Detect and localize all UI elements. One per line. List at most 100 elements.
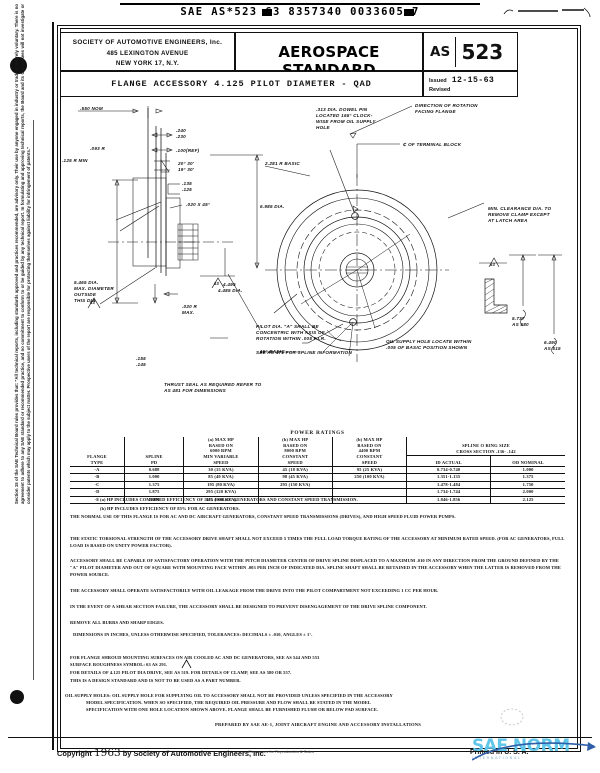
- table-subheader-row: ID ACTUAL OD NOMINAL: [70, 455, 565, 467]
- callout-020x45: .020 X 45°: [186, 202, 210, 207]
- drawing-frame-outer: [57, 25, 581, 752]
- callout-5465-dia: 5.465 DIA.: [74, 280, 98, 285]
- callout-125: .125: [182, 187, 192, 192]
- issued-revised-block: Issued 12-15-63 Revised: [423, 71, 518, 97]
- table-caption: POWER RATINGS: [290, 430, 345, 436]
- cell-spline-pd: 2.000: [124, 496, 185, 504]
- callout-dowel-l4: HOLE: [316, 125, 330, 130]
- cell-hp-6000: 195 (80 KVA): [183, 481, 259, 489]
- callout-100-ref: .100(REF): [176, 148, 200, 153]
- callout-093-r: .093 R: [90, 146, 105, 151]
- callout-dowel-l2: LOCATED 165° CLOCK-: [316, 113, 373, 118]
- issued-label: Issued: [429, 78, 447, 84]
- callout-63-left: 63: [90, 300, 96, 305]
- sae-board-disclaimer: Section 15 of the SAE Technical Board ru…: [14, 4, 32, 504]
- callout-terminal-block: ₵ OF TERMINAL BLOCK: [403, 141, 462, 147]
- oil-supply-line2: MODEL SPECIFICATION. WHEN SO SPECIFIED, …: [86, 700, 372, 705]
- number-divider: [455, 36, 457, 67]
- ocr-block-square-right: [404, 9, 414, 16]
- cell-id-actual: 1.351-1.135: [406, 473, 492, 482]
- note-remove-burrs: REMOVE ALL BURRS AND SHARP EDGES.: [70, 620, 165, 625]
- note-pilot-dia-drive: FOR DETAILS OF 4.125 PILOT DIA DRIVE, SE…: [70, 670, 292, 675]
- copyright-year: 1963: [93, 747, 121, 759]
- document-prefix: AS: [430, 43, 451, 60]
- callout-155: .155: [136, 356, 146, 361]
- table-row: -D 1.875 295 (120 KVA) 1.734-1.744 2.000: [70, 488, 565, 497]
- callout-240: .240: [176, 128, 186, 133]
- cell-hp-4400: 95 (25 KVA): [332, 466, 408, 474]
- callout-thrust-l2: AS 481 FOR DIMENSIONS: [163, 388, 227, 393]
- callout-63-right: 63: [490, 262, 496, 267]
- callout-230: .230: [176, 134, 186, 139]
- ocr-rule: [120, 3, 480, 5]
- table-row: -A 0.688 30 (15 KVA) 45 (18 KVA) 95 (25 …: [70, 466, 565, 474]
- cell-flange-type: -D: [70, 488, 125, 497]
- society-name: SOCIETY OF AUTOMOTIVE ENGINEERS, Inc.: [72, 39, 223, 46]
- oil-supply-line3: SPECIFICATION WITH ONE HOLE LOCATION SHO…: [86, 707, 379, 712]
- callout-as515: AS 515: [543, 346, 561, 351]
- note-normal-use: THE NORMAL USE OF THIS FLANGE IS FOR AC …: [70, 514, 456, 519]
- power-ratings-table-wrap: POWER RATINGS FLANGE TYPE SPLINE PD (a) …: [70, 430, 565, 504]
- cell-hp-6000: 85 (40 KVA): [183, 473, 259, 482]
- table-row: -E 2.000 315 (160 KVA) 1.846-1.856 2.125: [70, 496, 565, 504]
- callout-outside: OUTSIDE: [74, 292, 97, 297]
- table-footnote-b: (b) HP INCLUDES EFFICIENCY OF 85% FOR AC…: [100, 506, 240, 511]
- document-title-block: FLANGE ACCESSORY 4.125 PILOT DIAMETER - …: [60, 71, 423, 97]
- col-spline-oring-group: SPLINE O RING SIZE CROSS SECTION .136- .…: [406, 437, 565, 456]
- cell-od-nominal: 1.750: [522, 481, 534, 487]
- oil-supply-line1: OIL SUPPLY HOLE FOR SUPPLYING OIL TO ACC…: [112, 693, 393, 698]
- cell-hp-8000: [258, 488, 333, 497]
- cell-spline-pd: 1.000: [124, 473, 185, 482]
- cell-od-nominal: 2.125: [522, 496, 534, 502]
- note-torsional: THE STATIC TORSIONAL STRENGTH OF THE ACC…: [70, 536, 565, 548]
- page-title: FLANGE ACCESSORY 4.125 PILOT DIAMETER - …: [111, 79, 372, 89]
- copyright-label: Copyright: [57, 749, 92, 758]
- cell-spline-pd: 1.875: [124, 488, 185, 497]
- cell-hp-4400: 250 (100 KVA): [332, 473, 408, 482]
- callout-clear-l3: AT LATCH AREA: [487, 218, 528, 223]
- callout-maxdia: MAX. DIAMETER: [74, 286, 114, 291]
- table-row: -C 1.375 195 (80 KVA) 295 (150 KVA) 1.47…: [70, 481, 565, 489]
- callout-020-r: .020 R: [182, 304, 197, 309]
- note-shear-failure: IN THE EVENT OF A SHEAR SECTION FAILURE,…: [70, 604, 427, 609]
- frame-left-rule: [52, 22, 54, 750]
- ocr-header-text: SAE AS*523 63 8357340 0033605 7: [180, 6, 420, 18]
- table-row: -B 1.000 85 (40 KVA) 98 (45 KVA) 250 (10…: [70, 473, 565, 482]
- margin-rule: [33, 120, 34, 680]
- power-ratings-table: FLANGE TYPE SPLINE PD (a) MAX HP BASED O…: [70, 437, 565, 504]
- callout-angle-max: 20° 30': [177, 161, 195, 166]
- callout-direction-l2: FACING FLANGE: [415, 109, 456, 114]
- col-od-nominal: OD NOMINAL: [512, 459, 544, 465]
- note-shroud-surfaces: FOR FLANGE SHROUD MOUNTING SURFACES ON A…: [70, 655, 320, 660]
- callout-pilot-l1: PILOT DIA. "A" SHALL BE: [256, 324, 320, 329]
- surface-roughness-symbol-icon: [181, 659, 192, 669]
- issued-date: 12-15-63: [451, 76, 495, 85]
- cell-id-actual: 1.846-1.856: [406, 496, 492, 504]
- cell-hp-4400: [332, 496, 408, 504]
- col-max-hp-6000: (a) MAX HP BASED ON 6000 RPM MIN VARIABL…: [183, 437, 259, 467]
- cell-flange-type: -E: [70, 496, 125, 504]
- ocr-block-square-left: [262, 9, 272, 16]
- callout-4495: 4.495: [222, 282, 236, 287]
- callout-as471: SEE AS 471 FOR SPLINE INFORMATION: [256, 350, 352, 355]
- revised-label: Revised: [429, 87, 451, 93]
- callout-550-nom: .550 NOM: [80, 106, 103, 111]
- engineering-drawing: .550 NOM .093 R .125 R MIN .240 .230 .10…: [60, 98, 576, 436]
- document-number: 523: [461, 39, 504, 64]
- cell-id-actual: 0.734-0.740: [406, 466, 492, 474]
- callout-thisdia: THIS DIA.: [74, 298, 97, 303]
- cell-hp-4400: [332, 488, 408, 497]
- cell-spline-pd: 0.688: [124, 466, 185, 474]
- drawing-frame-inner: [60, 28, 578, 749]
- col-max-hp-4400: (b) MAX HP BASED ON 4400 RPM CONSTANT SP…: [332, 437, 408, 467]
- callout-2281-r: 2.281 R BASIC: [264, 161, 300, 166]
- callout-63-mid: 63: [214, 281, 220, 286]
- cell-flange-type: -B: [70, 473, 125, 482]
- cell-hp-8000: [258, 496, 333, 504]
- callout-5737: 5.737: [512, 316, 525, 321]
- cell-id-actual: 1.734-1.744: [406, 488, 492, 497]
- callout-direction-l1: DIRECTION OF ROTATION: [415, 103, 478, 108]
- scan-dot-bottom: [10, 690, 24, 704]
- callout-145: .145: [136, 362, 146, 367]
